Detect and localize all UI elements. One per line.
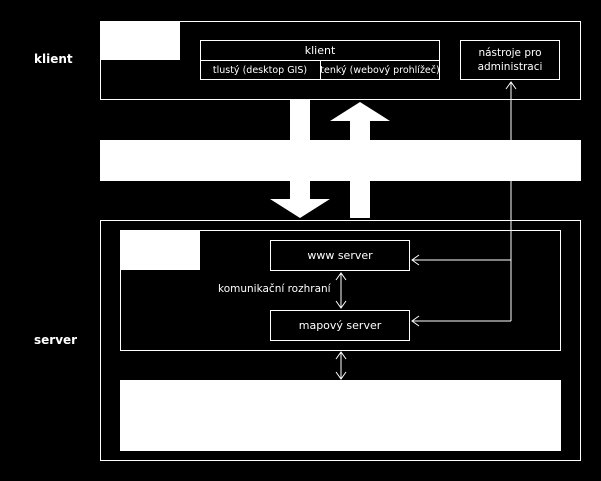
network-band [100,140,581,181]
admin-tools-box: nástroje pro administraci [460,40,560,80]
interface-label: komunikační rozhraní [218,283,331,295]
database-block [120,380,561,451]
client-thin: tenký (webový prohlížeč) [320,64,440,76]
up-arrow [330,102,390,218]
client-table-divider-v [320,60,321,80]
client-logo-block [100,21,180,60]
server-outer-box [100,220,581,461]
map-server-box: mapový server [270,310,410,341]
server-inner-box [120,230,561,351]
www-server-box: www server [270,240,410,271]
client-title: klient [304,43,336,57]
server-logo-block [120,230,200,270]
client-side-label: klient [34,52,73,66]
client-thick: tlustý (desktop GIS) [212,64,308,76]
server-side-label: server [34,333,78,347]
down-arrow [270,100,330,218]
client-outer-box [100,21,581,100]
